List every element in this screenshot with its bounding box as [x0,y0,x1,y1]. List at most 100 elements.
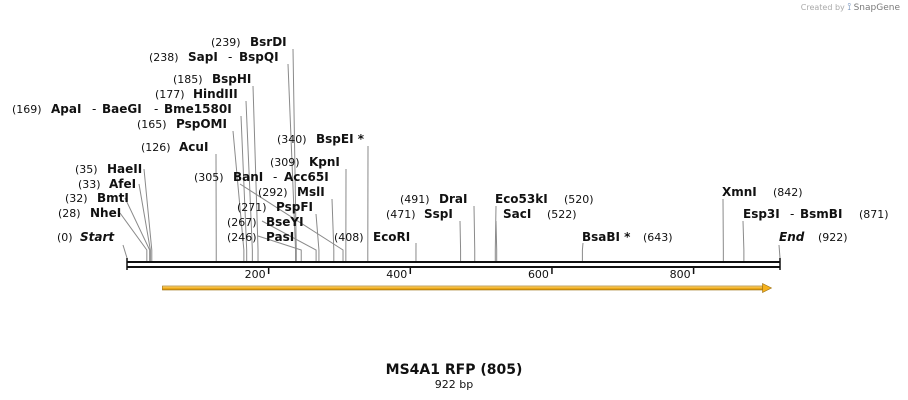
site-position: (177) [155,88,185,101]
site-position: (522) [547,208,577,221]
snapgene-credit: Created by ⟟ SnapGene [801,2,900,13]
site-haeii: (35) HaeII [75,162,142,176]
svg-text:-: - [154,102,158,116]
site-isoschizomer: BsmBI [800,207,842,221]
site-leader-line [119,212,148,261]
site-bsabi: BsaBI * (643) [582,230,673,244]
site-pspomi: (165) PspOMI [137,117,227,131]
site-ecori: (408) EcoRI [334,230,410,244]
site-xmni: XmnI (842) [722,185,803,199]
svg-text:-: - [273,170,277,184]
site-position: (305) [194,171,224,184]
site-afei: (33) AfeI [78,177,136,191]
site-pasi: (246) PasI [227,230,294,244]
site-leader-line [124,197,151,261]
site-position: (126) [141,141,171,154]
site-name: SapI [188,50,218,64]
site-bsrdi: (239) BsrDI [211,35,287,49]
scale-tick-label: 800 [670,268,691,281]
site-name: HaeII [107,162,142,176]
site-name: DraI [439,192,467,206]
site-leader-line [239,183,344,261]
site-isoschizomer: Acc65I [284,170,329,184]
map-title: MS4A1 RFP (805) [386,362,523,378]
site-name: MslI [297,185,325,199]
scale-tick-label: 200 [245,268,266,281]
site-name: PasI [266,230,294,244]
site-name: EcoRI [373,230,410,244]
svg-text:-: - [92,102,96,116]
site-isoschizomer: BaeGI [102,102,142,116]
site-apai: (169) ApaI - BaeGI - Bme1580I [12,102,232,116]
site-position: (643) [643,231,673,244]
site-leader-line [331,198,335,261]
site-acui: (126) AcuI [141,140,208,154]
svg-text:-: - [228,50,232,64]
site-leader-line [315,213,320,261]
site-name: AfeI [109,177,136,191]
site-position: (408) [334,231,364,244]
terminus-leader-line [778,244,781,259]
site-leader-line [581,242,584,261]
site-name: PspFI [276,200,313,214]
site-leader-line [252,85,259,261]
site-leader-line [742,220,745,261]
scale-tick-label: 600 [528,268,549,281]
site-position: (165) [137,118,167,131]
site-name: HindIII [193,87,238,101]
site-bspei: (340) BspEI * [277,132,365,146]
site-position: (292) [258,186,288,199]
site-leader-line [292,48,297,261]
site-msli: (292) MslI [258,185,325,199]
site-name: BseYI [266,215,304,229]
site-sspi: (471) SspI [386,207,453,221]
site-position: (340) [277,133,307,146]
feature-arrow [162,283,773,293]
site-name: SacI [503,207,531,221]
end-label: End (922) [779,230,848,244]
site-name: BspEI * [316,132,365,146]
site-bani: (305) BanI - Acc65I [194,170,329,184]
site-sapi: (238) SapI - BspQI [149,50,279,64]
site-position: (28) [58,207,81,220]
site-bmti: (32) BmtI [65,191,129,205]
site-position: (35) [75,163,98,176]
start-position: (0) [57,231,73,244]
site-name: KpnI [309,155,340,169]
site-esp3i: Esp3I - BsmBI (871) [743,207,889,221]
site-leader-line [459,220,462,261]
site-kpni: (309) KpnI [270,155,340,169]
site-hindiii: (177) HindIII [155,87,238,101]
svg-text:-: - [790,207,794,221]
site-leader-line [257,235,302,261]
snapgene-logo-icon: ⟟ [847,2,852,13]
site-name: NheI [90,206,121,220]
start-label: (0) Start [57,230,115,244]
site-name: XmnI [722,185,757,199]
site-leader-line [232,130,245,261]
site-name: Eco53kI [495,192,548,206]
site-position: (169) [12,103,42,116]
site-eco53ki: Eco53kI (520) [495,192,594,206]
site-name: BmtI [97,191,129,205]
start-name: Start [80,230,115,244]
site-name: SspI [424,207,453,221]
site-position: (471) [386,208,416,221]
site-name: BsrDI [250,35,287,49]
site-bsphi: (185) BspHI [173,72,251,86]
terminus-leader-line [122,244,128,259]
site-position: (185) [173,73,203,86]
site-position: (238) [149,51,179,64]
site-position: (309) [270,156,300,169]
site-bseyi: (267) BseYI [227,215,304,229]
site-position: (491) [400,193,430,206]
site-leader-line [245,100,253,261]
site-position: (842) [773,186,803,199]
site-leader-line [138,183,151,261]
scale-tick-label: 400 [386,268,407,281]
site-name: BsaBI * [582,230,631,244]
site-name: Esp3I [743,207,780,221]
site-leader-line [287,63,297,261]
site-leader-line [473,205,476,261]
